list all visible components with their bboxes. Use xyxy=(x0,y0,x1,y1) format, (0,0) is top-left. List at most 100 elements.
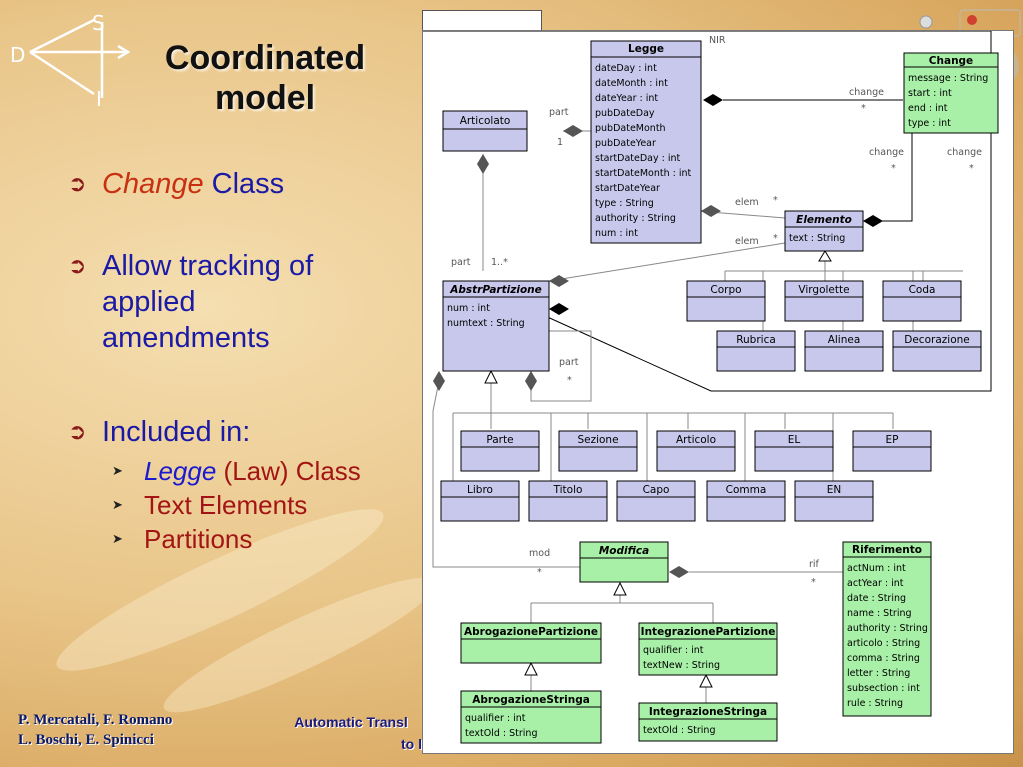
class-sezione: Sezione xyxy=(558,430,638,472)
bullet-text: Class xyxy=(203,168,285,200)
assoc-label-star: * xyxy=(773,195,778,206)
assoc-label-one: 1 xyxy=(557,137,563,148)
class-name: Capo xyxy=(643,484,670,496)
footer-line: Automatic Transl xyxy=(294,714,408,730)
assoc-label-star: * xyxy=(861,103,866,114)
assoc-label-star: * xyxy=(811,577,816,588)
class-attr: end : int xyxy=(908,103,948,114)
assoc-label-one-star: 1..* xyxy=(491,257,508,268)
class-capo: Capo xyxy=(616,480,696,522)
class-attr: rule : String xyxy=(847,698,903,709)
class-name: Alinea xyxy=(828,334,861,346)
class-attr: letter : String xyxy=(847,668,910,679)
class-attr: message : String xyxy=(908,73,988,84)
bullet-text: Included in: xyxy=(102,416,251,448)
class-attr: articolo : String xyxy=(847,638,920,649)
class-integrazione-stringa: IntegrazioneStringa textOld : String xyxy=(638,702,778,742)
class-attr: subsection : int xyxy=(847,683,920,694)
class-attr: type : String xyxy=(595,198,654,209)
class-attr: textOld : String xyxy=(643,725,716,736)
sub-bullet-marker-icon: ➤ xyxy=(112,497,123,512)
class-attr: textNew : String xyxy=(643,660,720,671)
assoc-label-elem: elem xyxy=(735,236,759,247)
uml-canvas: .cb { fill:#c8c8ec; stroke:#000; stroke-… xyxy=(423,30,999,744)
sdi-logo: S D I xyxy=(10,11,131,108)
sub-italic: Legge xyxy=(144,456,217,486)
class-name: Riferimento xyxy=(852,544,922,556)
class-abrogazione-stringa: AbrogazioneStringa qualifier : int textO… xyxy=(460,690,602,744)
class-name: Change xyxy=(929,55,973,67)
author-line: L. Boschi, E. Spinicci xyxy=(18,732,154,748)
class-attr: startDateDay : int xyxy=(595,153,680,164)
class-parte: Parte xyxy=(460,430,540,472)
sub-bullet-marker-icon: ➤ xyxy=(112,531,123,546)
assoc-label-change: change xyxy=(849,87,884,98)
sub-bullet-marker-icon: ➤ xyxy=(112,463,123,478)
title-line: model xyxy=(214,79,316,117)
class-attr: pubDateMonth xyxy=(595,123,666,134)
class-attr: pubDateYear xyxy=(595,138,656,149)
class-name: EP xyxy=(886,434,899,446)
class-name: AbstrPartizione xyxy=(449,284,542,296)
class-attr: startDateYear xyxy=(595,183,660,194)
class-name: Decorazione xyxy=(904,334,969,346)
class-name: Articolato xyxy=(460,115,511,127)
class-name: IntegrazionePartizione xyxy=(641,626,776,638)
class-name: Parte xyxy=(486,434,513,446)
class-attr: numtext : String xyxy=(447,318,525,329)
logo-letter-i: I xyxy=(96,87,102,108)
class-titolo: Titolo xyxy=(528,480,608,522)
class-name: Libro xyxy=(467,484,493,496)
class-name: Modifica xyxy=(599,545,649,557)
class-name: EL xyxy=(788,434,801,446)
bullet-arrow-icon: ➲ xyxy=(68,253,87,278)
footer-title: Automatic Transl to l xyxy=(276,711,426,755)
uml-diagram: .cb { fill:#c8c8ec; stroke:#000; stroke-… xyxy=(422,30,1014,754)
class-attr: authority : String xyxy=(595,213,676,224)
footer-line: to l xyxy=(401,736,422,752)
class-name: IntegrazioneStringa xyxy=(649,706,767,718)
author-line: P. Mercatali, F. Romano xyxy=(18,712,173,728)
assoc-label-change: change xyxy=(947,147,982,158)
assoc-label-part: part xyxy=(549,107,569,118)
class-legge: Legge dateDay : int dateMonth : int date… xyxy=(590,40,702,244)
assoc-label-star: * xyxy=(969,163,974,174)
assoc-label-star: * xyxy=(567,375,572,386)
class-attr: text : String xyxy=(789,233,845,244)
sub-text: Partitions xyxy=(144,524,253,554)
bullet-arrow-icon: ➲ xyxy=(68,419,87,444)
class-name: Comma xyxy=(726,484,767,496)
logo-letter-s: S xyxy=(92,11,105,35)
assoc-label-change: change xyxy=(869,147,904,158)
assoc-label-rif: rif xyxy=(809,559,820,570)
class-alinea: Alinea xyxy=(804,330,884,372)
class-attr: textOld : String xyxy=(465,728,538,739)
class-name: Titolo xyxy=(553,484,583,496)
assoc-label-mod: mod xyxy=(529,548,550,559)
class-attr: num : int xyxy=(447,303,490,314)
bullet-line: applied xyxy=(102,286,196,318)
class-attr: comma : String xyxy=(847,653,920,664)
class-ep: EP xyxy=(852,430,932,472)
class-name: Corpo xyxy=(710,284,741,296)
class-name: Virgolette xyxy=(798,284,849,296)
class-attr: name : String xyxy=(847,608,912,619)
sub-text: Text Elements xyxy=(144,490,308,520)
class-name: Elemento xyxy=(796,214,852,226)
class-attr: num : int xyxy=(595,228,638,239)
class-libro: Libro xyxy=(440,480,520,522)
class-name: Sezione xyxy=(577,434,618,446)
class-corpo: Corpo xyxy=(686,280,766,322)
bullet-line: Allow tracking of xyxy=(102,250,314,282)
logo-letter-d: D xyxy=(10,43,25,67)
assoc-label-part: part xyxy=(451,257,471,268)
class-rubrica: Rubrica xyxy=(716,330,796,372)
class-riferimento: Riferimento actNum : int actYear : int d… xyxy=(842,541,932,717)
class-attr: start : int xyxy=(908,88,952,99)
diagram-tab xyxy=(422,10,542,33)
class-virgolette: Virgolette xyxy=(784,280,864,322)
class-attr: startDateMonth : int xyxy=(595,168,692,179)
class-attr: qualifier : int xyxy=(465,713,526,724)
class-name: Coda xyxy=(909,284,936,296)
class-decorazione: Decorazione xyxy=(892,330,982,372)
